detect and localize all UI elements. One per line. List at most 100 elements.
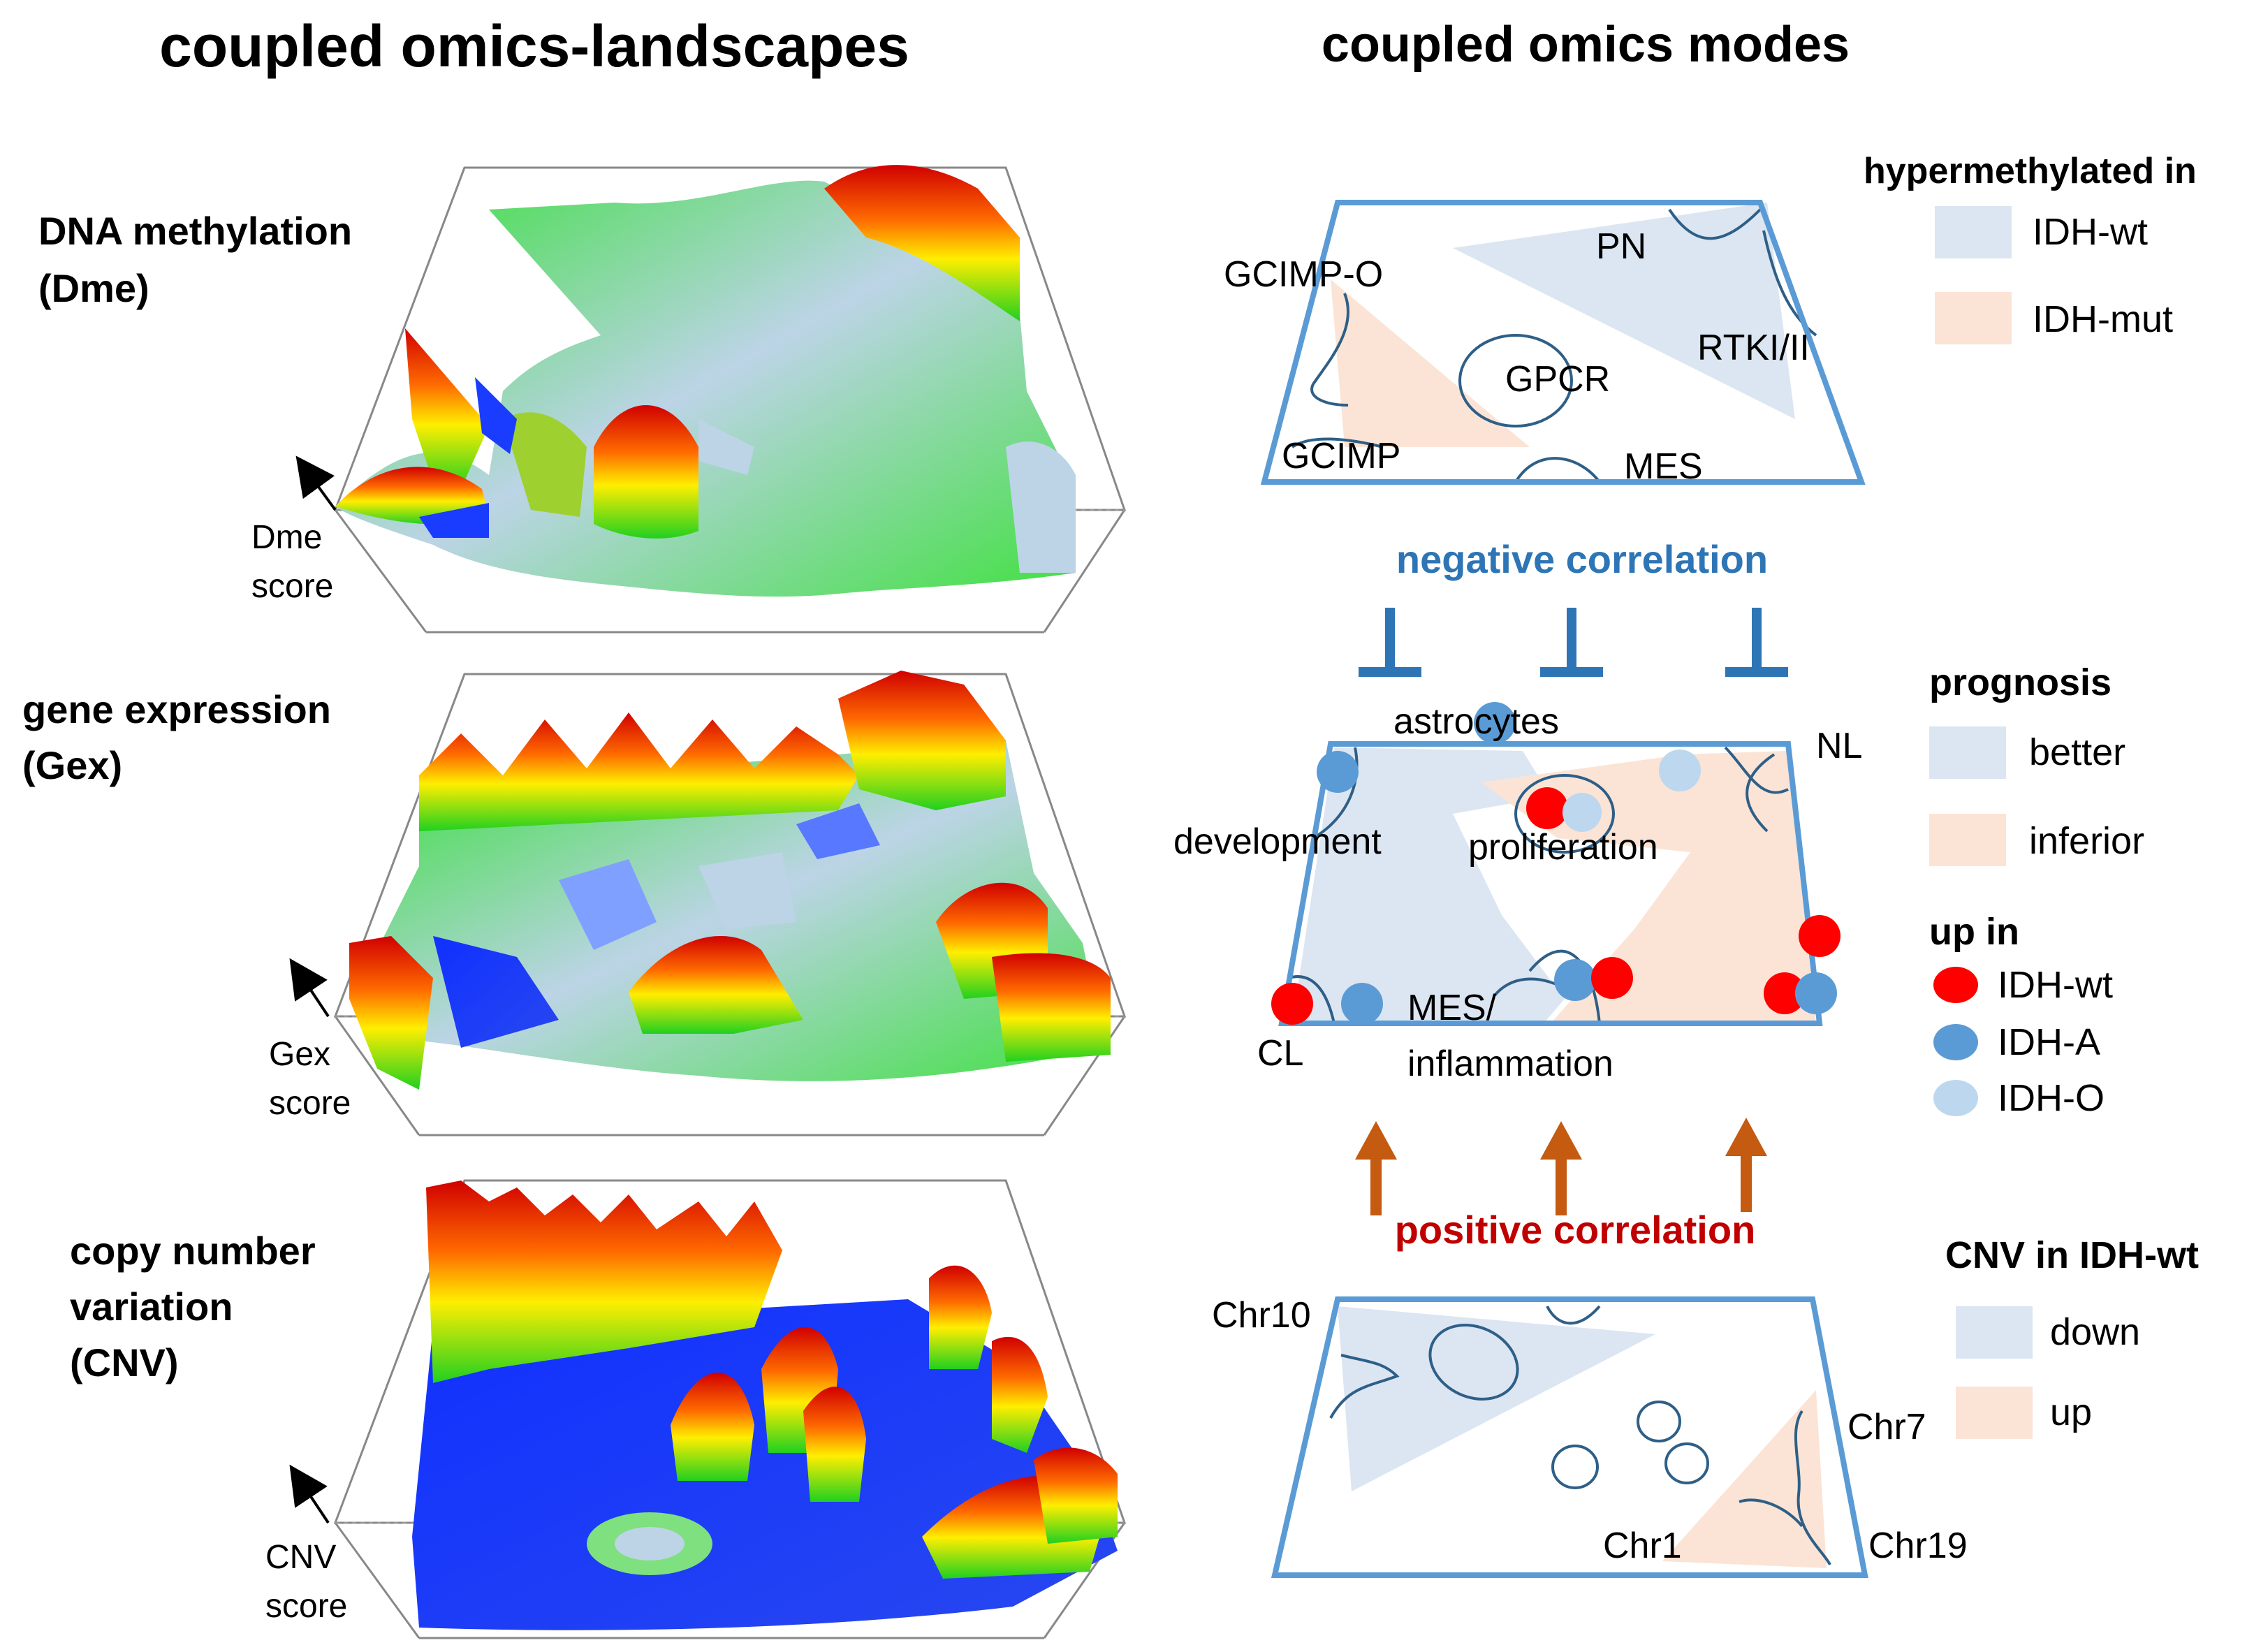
cnv-title-line3: (CNV) (70, 1340, 179, 1384)
legend-prognosis: prognosis better inferior (1929, 661, 2144, 866)
legend-upin-dot-a (1933, 1024, 1978, 1060)
cnv-landscape-panel: copy number variation (CNV) CNV score (70, 1179, 1127, 1639)
label-development: development (1173, 821, 1382, 862)
gex-axis-arrow (289, 958, 330, 1018)
methylation-ifh-wt-region (1453, 203, 1795, 419)
legend-prognosis-swatch-inferior (1929, 814, 2006, 866)
t-bar-symbol-3 (1725, 608, 1788, 677)
legend-methylation-swatch-mut (1935, 292, 2012, 344)
dot-idh-o-2 (1563, 793, 1602, 832)
t-bar-symbol-1 (1359, 608, 1421, 677)
methylation-idh-mut-region (1331, 279, 1530, 447)
dot-idh-wt-1 (1526, 787, 1568, 829)
gex-title-line1: gene expression (22, 687, 331, 731)
cnv-mode-panel: Chr10 Chr7 Chr1 Chr19 (1212, 1295, 1968, 1578)
expression-mode-frame (1278, 741, 1823, 1026)
expression-mode-panel: astrocytes NL development proliferation … (1173, 701, 1862, 1084)
cnv-title-line1: copy number (70, 1229, 316, 1273)
legend-cnv-item1: down (2050, 1311, 2140, 1353)
legend-cnv-swatch-down (1956, 1306, 2033, 1359)
dme-surface (335, 165, 1076, 597)
cnv-title-line2: variation (70, 1285, 233, 1329)
label-proliferation: proliferation (1468, 827, 1658, 868)
label-gcimp: GCIMP (1282, 436, 1400, 476)
gex-axis-label-line1: Gex (269, 1036, 330, 1073)
methylation-mode-frame (1260, 200, 1866, 485)
dot-idh-a-5 (1795, 972, 1837, 1014)
legend-cnv-item2: up (2050, 1391, 2092, 1433)
legend-methylation-swatch-wt (1935, 206, 2012, 258)
label-pn: PN (1596, 226, 1646, 267)
dme-title-line1: DNA methylation (38, 209, 352, 253)
dme-landscape-panel: DNA methylation (Dme) Dme score (38, 165, 1127, 634)
label-gcimp-o: GCIMP-O (1224, 254, 1383, 295)
gex-axis-label-line2: score (269, 1085, 351, 1122)
legend-methylation-title: hypermethylated in (1864, 151, 2197, 191)
legend-cnv-swatch-up (1956, 1387, 2033, 1439)
cnv-axis-arrow (289, 1464, 330, 1524)
dme-title-line2: (Dme) (38, 266, 149, 310)
expression-better-region (1292, 747, 1565, 1023)
t-bar-symbol-2 (1540, 608, 1603, 677)
label-mes-inflammation-line1: MES/ (1407, 988, 1497, 1028)
legend-upin-item1: IDH-wt (1998, 964, 2113, 1006)
label-cl: CL (1257, 1033, 1303, 1074)
legend-prognosis-title: prognosis (1929, 661, 2112, 703)
legend-upin-dot-o (1933, 1080, 1978, 1116)
expression-dots (1271, 702, 1840, 1025)
right-heading: coupled omics modes (1322, 17, 1850, 73)
dme-axis-arrow (295, 455, 337, 511)
negative-correlation-label: negative correlation (1396, 537, 1768, 581)
label-mes-inflammation-line2: inflammation (1407, 1044, 1613, 1084)
dot-idh-o-1 (1659, 750, 1701, 791)
cnv-axis-label-line1: CNV (265, 1539, 336, 1576)
legend-methylation-item1: IDH-wt (2033, 211, 2148, 253)
up-arrow-2 (1540, 1121, 1582, 1215)
legend-upin-title: up in (1929, 911, 2019, 953)
positive-correlation-label: positive correlation (1395, 1208, 1756, 1252)
label-chr7: Chr7 (1847, 1407, 1926, 1447)
up-arrow-1 (1355, 1121, 1397, 1215)
negative-correlation-symbols (1359, 608, 1788, 677)
dot-idh-a-2 (1474, 702, 1516, 744)
label-astrocytes: astrocytes (1393, 701, 1559, 742)
dot-idh-wt-3 (1271, 983, 1313, 1025)
label-mes-top: MES (1624, 446, 1703, 487)
dot-idh-wt-2 (1799, 915, 1840, 957)
legend-cnv: CNV in IDH-wt down up (1945, 1234, 2199, 1439)
legend-upin-dot-wt (1933, 967, 1978, 1003)
methylation-mode-panel: GCIMP-O PN GPCR RTKI/II GCIMP MES (1224, 200, 1866, 487)
cnv-mode-frame (1271, 1296, 1868, 1578)
legend-upin: up in IDH-wt IDH-A IDH-O (1929, 911, 2113, 1119)
cnv-down-region (1338, 1306, 1655, 1491)
dot-idh-a-1 (1317, 751, 1359, 793)
dot-idh-wt-4 (1591, 957, 1633, 999)
label-nl: NL (1816, 726, 1862, 766)
legend-cnv-title: CNV in IDH-wt (1945, 1234, 2199, 1276)
legend-prognosis-item1: better (2029, 731, 2125, 773)
cnv-axis-label-line2: score (265, 1588, 347, 1625)
up-arrow-3 (1725, 1118, 1767, 1212)
positive-correlation-arrows (1355, 1118, 1767, 1215)
legend-upin-item3: IDH-O (1998, 1077, 2105, 1119)
legend-methylation-item2: IDH-mut (2033, 298, 2173, 340)
dot-idh-wt-5 (1764, 972, 1806, 1014)
dot-idh-a-4 (1554, 959, 1596, 1001)
label-chr19: Chr19 (1868, 1526, 1968, 1566)
gex-landscape-panel: gene expression (Gex) Gex score (22, 671, 1127, 1136)
label-chr1: Chr1 (1603, 1526, 1682, 1566)
legend-prognosis-item2: inferior (2029, 820, 2144, 862)
cnv-up-region (1662, 1390, 1827, 1568)
label-gpcr: GPCR (1505, 359, 1610, 400)
legend-prognosis-swatch-better (1929, 726, 2006, 779)
dme-axis-label-line1: Dme (251, 519, 322, 556)
legend-methylation: hypermethylated in IDH-wt IDH-mut (1864, 151, 2197, 344)
label-rtki: RTKI/II (1697, 328, 1810, 368)
dot-idh-a-3 (1341, 983, 1383, 1025)
legend-upin-item2: IDH-A (1998, 1021, 2100, 1063)
left-heading: coupled omics-landscapes (159, 13, 909, 79)
gex-title-line2: (Gex) (22, 743, 122, 787)
dme-axis-label-line2: score (251, 568, 333, 605)
label-chr10: Chr10 (1212, 1295, 1311, 1336)
